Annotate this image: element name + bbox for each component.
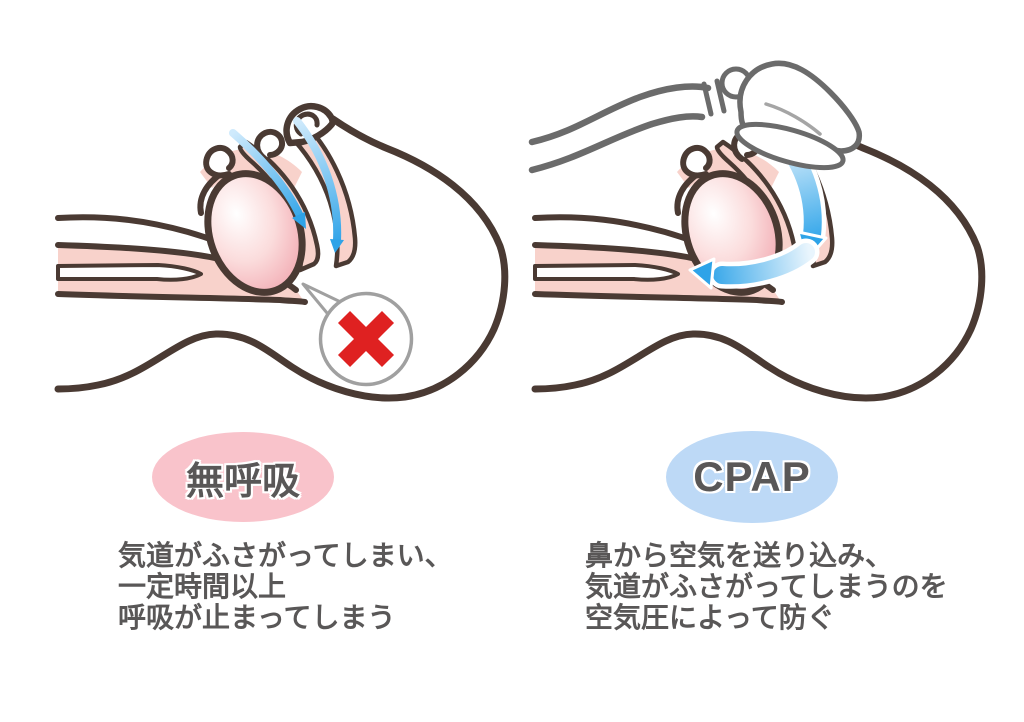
apnea-label-badge: 無呼吸: [152, 432, 334, 522]
airflow-arrow-icon: [688, 257, 716, 290]
nose-airflow-arrow: [293, 117, 342, 244]
air-tube-upper-edge: [528, 83, 712, 146]
apnea-description: 気道がふさがってしまい、 一定時間以上 呼吸が止まってしまう: [118, 540, 453, 633]
blocked-marker-bubble: [301, 282, 414, 387]
nose-airflow-arrowhead-icon: [330, 239, 344, 253]
cpap-description: 鼻から空気を送り込み、 気道がふさがってしまうのを 空気圧によって防ぐ: [585, 540, 948, 633]
air-tube-lower-edge: [528, 113, 706, 174]
mouth-airflow-arrow: [229, 129, 304, 220]
apnea-description-line-3: 呼吸が止まってしまう: [118, 602, 396, 633]
cpap-label-text: CPAP: [693, 453, 811, 500]
throat-airflow-band: [713, 243, 815, 285]
cpap-illustration: [528, 60, 982, 398]
cpap-description-line-2: 気道がふさがってしまうのを: [585, 571, 948, 602]
red-cross-icon: [337, 310, 395, 368]
apnea-description-line-1: 気道がふさがってしまい、: [118, 540, 453, 571]
cpap-description-line-1: 鼻から空気を送り込み、: [585, 540, 894, 571]
apnea-label-text: 無呼吸: [185, 460, 300, 503]
tube-swivel-connector: [701, 78, 727, 117]
cpap-mask: [528, 60, 863, 174]
mask-cushion: [734, 121, 846, 171]
apnea-illustration: [58, 106, 505, 398]
sleeping-head-left: [58, 106, 505, 398]
mask-highlight: [764, 102, 822, 136]
apnea-description-line-2: 一定時間以上: [118, 571, 287, 602]
mouth-airflow-arrowhead-icon: [292, 212, 306, 229]
cpap-label-badge: CPAP: [666, 431, 838, 523]
blocked-airflow-arrows: [229, 117, 344, 253]
cpap-description-line-3: 空気圧によって防ぐ: [585, 602, 835, 633]
